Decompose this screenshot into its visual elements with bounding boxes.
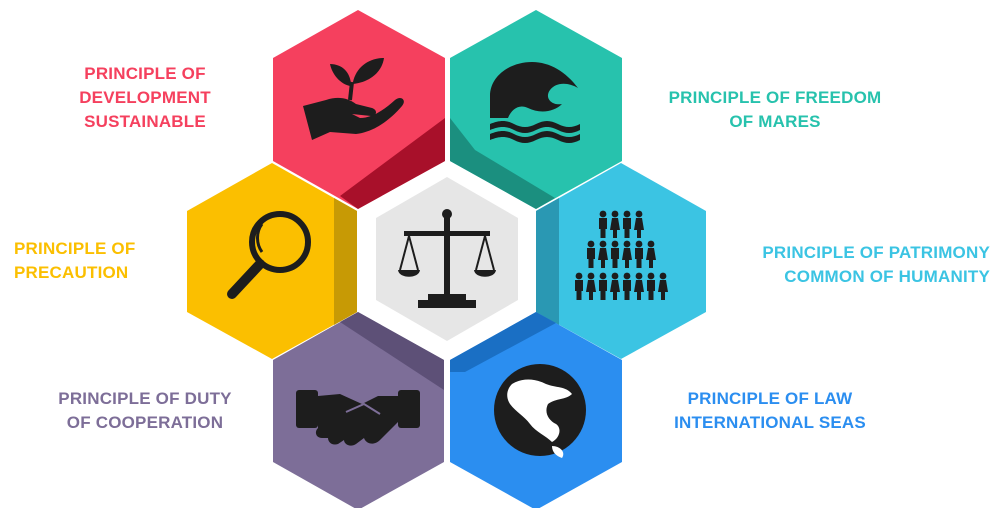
label-precaution-line-2: PRECAUTION [14, 263, 129, 282]
person-figure [575, 272, 583, 300]
label-freedom-line-1: PRINCIPLE OF FREEDOM [668, 88, 882, 107]
person-figure [587, 240, 595, 268]
person-figure [610, 210, 620, 238]
globe-icon [494, 364, 586, 458]
hex-precaution-shadow [334, 198, 357, 325]
label-development: PRINCIPLE OF DEVELOPMENT SUSTAINABLE [60, 62, 230, 134]
label-law-line-1: PRINCIPLE OF LAW [687, 389, 853, 408]
hex-cooperation-shadow [340, 312, 444, 390]
hex-precaution-shape [187, 163, 357, 359]
label-freedom: PRINCIPLE OF FREEDOM OF MARES [650, 86, 900, 134]
person-figure [634, 272, 644, 300]
hex-development-shadow [340, 118, 445, 209]
scales-of-justice-icon [398, 209, 496, 308]
person-figure [586, 272, 596, 300]
hex-freedom-shadow [450, 118, 555, 209]
person-figure [598, 240, 608, 268]
hex-patrimony [536, 163, 706, 359]
label-patrimony-line-2: COMMON OF HUMANITY [784, 267, 990, 286]
label-development-line-1: PRINCIPLE OF [84, 64, 206, 83]
label-precaution: PRINCIPLE OF PRECAUTION [14, 237, 164, 285]
label-cooperation: PRINCIPLE OF DUTY OF COOPERATION [40, 387, 250, 435]
label-development-line-3: SUSTAINABLE [84, 112, 206, 131]
label-patrimony: PRINCIPLE OF PATRIMONY COMMON OF HUMANIT… [728, 241, 990, 289]
plant-in-hand-icon [303, 58, 404, 140]
magnifying-glass-icon [227, 211, 311, 299]
person-figure [646, 240, 656, 268]
person-figure [622, 240, 632, 268]
hex-patrimony-shape [536, 163, 706, 359]
person-figure [623, 272, 631, 300]
label-law: PRINCIPLE OF LAW INTERNATIONAL SEAS [655, 387, 885, 435]
label-patrimony-line-1: PRINCIPLE OF PATRIMONY [762, 243, 990, 262]
label-freedom-line-2: OF MARES [729, 112, 821, 131]
label-precaution-line-1: PRINCIPLE OF [14, 239, 136, 258]
hex-law [450, 312, 622, 508]
handshake-icon [296, 390, 420, 446]
hex-center [376, 177, 518, 341]
person-figure [611, 240, 619, 268]
label-cooperation-line-1: PRINCIPLE OF DUTY [58, 389, 232, 408]
hex-development [273, 10, 445, 209]
person-figure [599, 272, 607, 300]
label-law-line-2: INTERNATIONAL SEAS [674, 413, 866, 432]
person-figure [623, 210, 631, 238]
person-figure [658, 272, 668, 300]
people-pyramid-icon [575, 210, 668, 300]
person-figure [610, 272, 620, 300]
hex-precaution [187, 163, 357, 359]
hex-patrimony-shadow [536, 198, 559, 325]
hex-cooperation [273, 312, 444, 508]
label-cooperation-line-2: OF COOPERATION [66, 413, 224, 432]
hex-freedom [450, 10, 622, 209]
person-figure [647, 272, 655, 300]
label-development-line-2: DEVELOPMENT [79, 88, 211, 107]
hex-law-shadow [450, 312, 556, 372]
wave-icon [490, 62, 580, 143]
person-figure [599, 210, 607, 238]
person-figure [635, 240, 643, 268]
person-figure [634, 210, 644, 238]
